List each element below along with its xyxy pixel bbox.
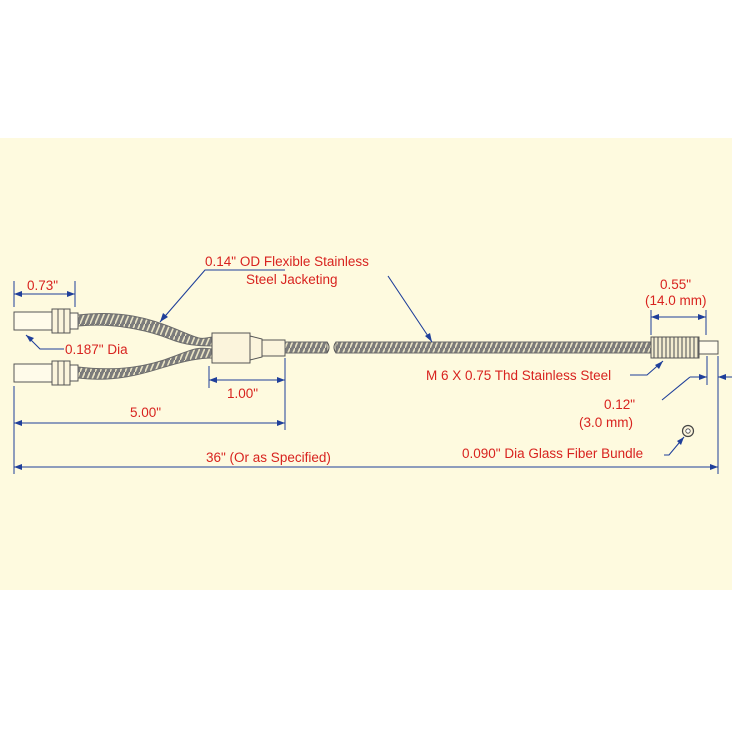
leader-jacket-right xyxy=(387,275,433,343)
label-dim-3mm: (3.0 mm) xyxy=(579,415,633,430)
label-dim-500: 5.00" xyxy=(130,405,161,420)
lower-ferrule xyxy=(13,360,79,386)
dimension-055 xyxy=(650,310,707,335)
label-dim-012: 0.12" xyxy=(604,397,635,412)
dimension-012 xyxy=(661,356,732,474)
label-dim-36: 36" (Or as Specified) xyxy=(206,450,331,465)
label-fiber: 0.090" Dia Glass Fiber Bundle xyxy=(462,446,643,461)
label-dia-0187: 0.187" Dia xyxy=(65,342,128,357)
drawing-panel xyxy=(0,138,732,590)
leader-fiber xyxy=(664,436,685,456)
jacket-break-left xyxy=(326,341,330,354)
fiber-bundle-end-icon xyxy=(681,424,695,438)
label-dim-14mm: (14.0 mm) xyxy=(645,293,707,308)
label-jacket-line1: 0.14" OD Flexible Stainless xyxy=(205,254,369,269)
dimension-073 xyxy=(13,281,76,307)
y-splitter xyxy=(211,332,286,364)
leader-thread xyxy=(630,360,664,376)
main-jacket-left xyxy=(284,341,328,354)
leader-0187 xyxy=(25,334,64,350)
dimension-36 xyxy=(14,464,718,470)
main-jacket-right xyxy=(335,341,652,354)
dimension-500 xyxy=(13,386,285,474)
dimension-100 xyxy=(208,358,286,430)
label-dim-073: 0.73" xyxy=(27,278,58,293)
threaded-tip xyxy=(650,336,719,359)
jacket-break-right xyxy=(333,341,337,354)
label-thread: M 6 X 0.75 Thd Stainless Steel xyxy=(426,368,611,383)
leader-jacket xyxy=(159,269,285,323)
label-dim-100: 1.00" xyxy=(227,386,258,401)
upper-ferrule xyxy=(13,308,79,334)
label-jacket-line2: Steel Jacketing xyxy=(246,272,338,287)
label-dim-055: 0.55" xyxy=(660,277,691,292)
